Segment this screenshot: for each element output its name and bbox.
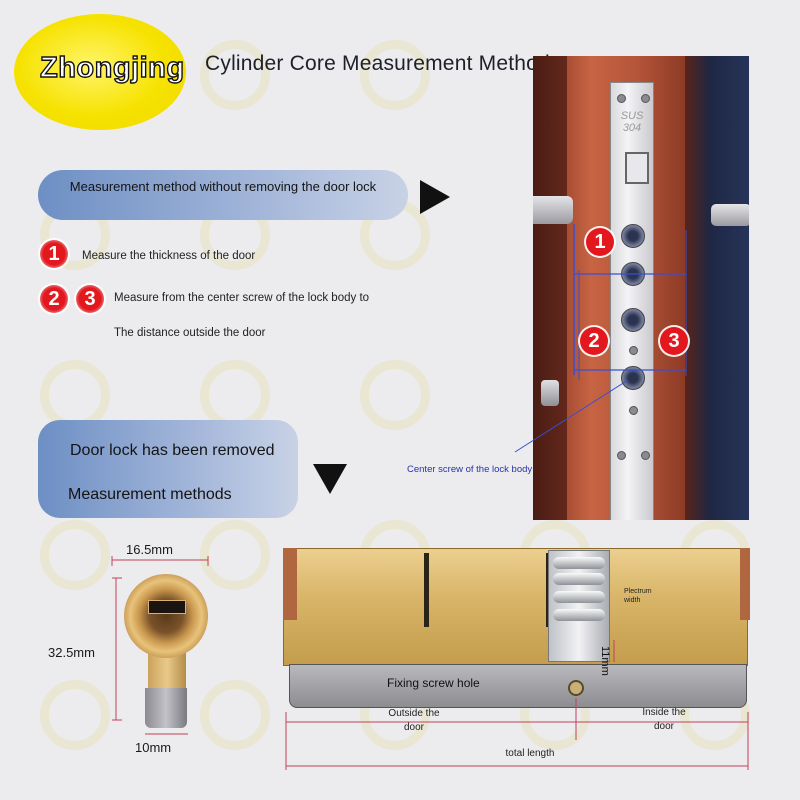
cylinder-front-ring xyxy=(124,574,208,658)
faceplate-screw xyxy=(641,451,650,460)
plectrum-label: Plectrum width xyxy=(624,588,652,604)
step-marker-2: 2 xyxy=(40,285,68,313)
total-length-label: total length xyxy=(505,748,555,759)
step-2-text-line2: The distance outside the door xyxy=(114,327,266,339)
faceplate-screw xyxy=(617,451,626,460)
logo-badge xyxy=(14,14,186,130)
center-screw-label: Center screw of the lock body xyxy=(407,464,533,475)
cylinder-side-body xyxy=(283,548,748,666)
section-2-line1: Door lock has been removed xyxy=(70,442,275,459)
brand-logo: Zhongjing xyxy=(39,51,185,84)
faceplate-screw xyxy=(641,94,650,103)
fixing-screw-hole-icon xyxy=(568,680,584,696)
section-heading-without-removal: Measurement method without removing the … xyxy=(38,170,408,220)
section-heading-removed: Door lock has been removed Measurement m… xyxy=(38,420,298,518)
center-screw xyxy=(629,346,638,355)
faceplate-hole xyxy=(621,224,645,248)
faceplate-screw xyxy=(629,406,638,415)
step-1-text: Measure the thickness of the door xyxy=(82,250,256,262)
front-bottom-label: 10mm xyxy=(135,740,172,755)
section-2-line2: Measurement methods xyxy=(68,486,232,503)
handle-right-icon xyxy=(711,204,749,226)
faceplate-hole xyxy=(621,308,645,332)
front-height-label: 32.5mm xyxy=(48,645,95,660)
fixing-bar xyxy=(289,664,747,708)
photo-marker-3: 3 xyxy=(660,327,688,355)
plate-text: SUS 304 xyxy=(620,110,644,134)
door-lock-photo: SUS 304 xyxy=(533,56,749,520)
outside-door-label: Outside the door xyxy=(388,708,440,733)
photo-marker-1: 1 xyxy=(586,228,614,256)
front-width-label: 16.5mm xyxy=(126,542,173,557)
faceplate-screw xyxy=(617,94,626,103)
step-marker-3: 3 xyxy=(76,285,104,313)
cylinder-cap-right xyxy=(740,548,750,620)
handle-left-icon xyxy=(533,196,573,224)
keyhole-icon xyxy=(148,600,186,614)
bolt-icon xyxy=(541,380,559,406)
photo-marker-2: 2 xyxy=(580,327,608,355)
arrow-right-icon xyxy=(420,180,450,214)
cylinder-cap-left xyxy=(283,548,297,620)
page-title: Cylinder Core Measurement Method xyxy=(205,52,550,75)
arrow-down-icon xyxy=(313,464,347,494)
latch-bolt xyxy=(625,152,649,184)
step-2-text-line1: Measure from the center screw of the loc… xyxy=(114,292,370,304)
step-marker-1: 1 xyxy=(40,240,68,268)
inside-door-label: Inside the door xyxy=(642,707,686,732)
cylinder-front-cam xyxy=(145,688,187,728)
fixing-hole-label: Fixing screw hole xyxy=(387,676,480,690)
cylinder-cam xyxy=(548,550,610,662)
